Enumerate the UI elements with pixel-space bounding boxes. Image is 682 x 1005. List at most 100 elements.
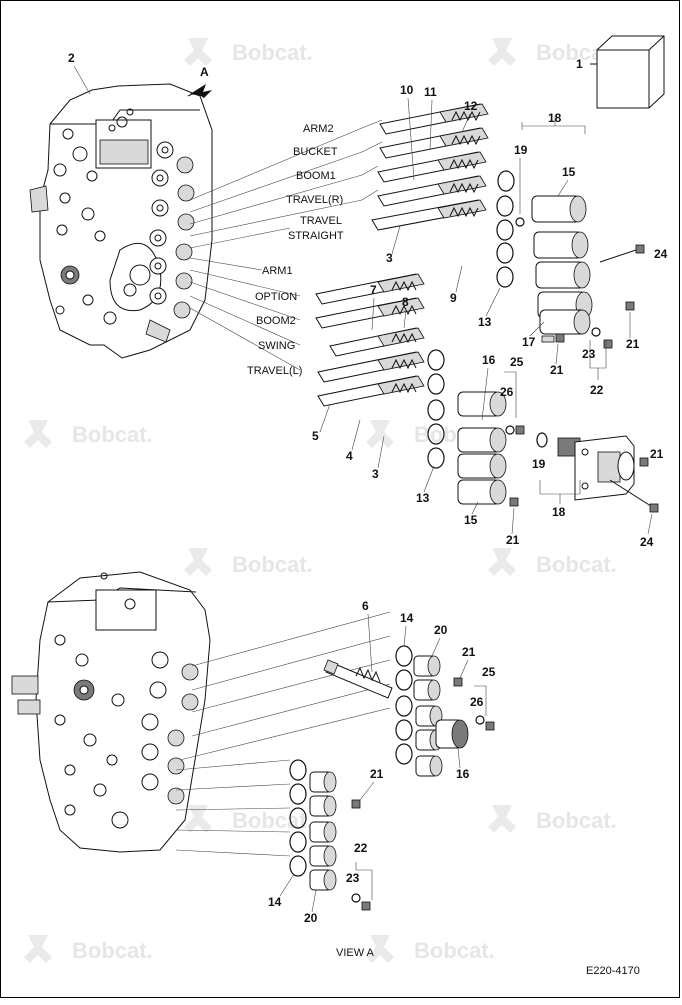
callout: 18 xyxy=(552,505,566,519)
bobcat-watermark-bottom-mid-left: Bobcat. xyxy=(184,805,313,833)
callout: 21 xyxy=(626,337,640,351)
callout: 14 xyxy=(400,611,414,625)
watermark-text: Bobcat. xyxy=(536,808,617,833)
bobcat-logo-icon xyxy=(184,38,212,66)
callout: 16 xyxy=(456,767,470,781)
label-travel-straight-line2: STRAIGHT xyxy=(288,230,344,242)
callout: 21 xyxy=(550,363,564,377)
bobcat-logo-icon xyxy=(488,805,516,833)
callout: 21 xyxy=(370,767,384,781)
callout: 23 xyxy=(346,871,360,885)
label-travel-l: TRAVEL(L) xyxy=(247,365,302,377)
valve-body-spool-caps xyxy=(149,141,195,319)
callout: 19 xyxy=(532,457,546,471)
watermark-text: Bobcat. xyxy=(232,40,313,65)
bracket-18-upper xyxy=(521,116,586,134)
callout: 5 xyxy=(312,429,319,443)
callout: 16 xyxy=(482,353,496,367)
bobcat-watermark-lower-left: Bobcat. xyxy=(184,548,313,577)
part-1-box-icon xyxy=(590,35,665,109)
middle-spool-group xyxy=(315,273,445,469)
callout: 18 xyxy=(548,111,562,125)
spool-labels: ARM2 BUCKET BOOM1 TRAVEL(R) TRAVEL STRAI… xyxy=(247,123,344,377)
watermark-text: Bobcat. xyxy=(72,938,153,963)
drawing-number: E220-4170 xyxy=(586,965,640,977)
callout: 13 xyxy=(478,315,492,329)
callout: 23 xyxy=(582,347,596,361)
view-a-caps-right xyxy=(413,655,495,777)
label-travel-straight-line1: TRAVEL xyxy=(300,215,342,227)
bobcat-watermark-top-left: Bobcat. xyxy=(184,38,313,66)
callout: 15 xyxy=(464,513,478,527)
callout: 26 xyxy=(500,385,514,399)
travel-straight-solenoid xyxy=(536,432,659,513)
view-a-body-ports xyxy=(54,634,129,829)
label-swing: SWING xyxy=(258,340,295,352)
bobcat-logo-icon xyxy=(184,805,212,833)
bobcat-logo-icon xyxy=(184,548,212,576)
view-a-o-rings-left xyxy=(289,759,307,877)
spool-leader-lines xyxy=(189,119,383,371)
label-travel-r: TRAVEL(R) xyxy=(286,194,343,206)
o-rings-middle xyxy=(427,349,445,469)
bracket-22-upper xyxy=(589,340,607,380)
spool-boom2 xyxy=(329,327,425,357)
view-a-o-rings-right xyxy=(395,645,413,765)
bobcat-logo-icon xyxy=(488,38,516,66)
callout: 17 xyxy=(522,335,536,349)
bobcat-watermark-bottom-left: Bobcat. xyxy=(24,935,153,963)
view-a-valve-body xyxy=(11,571,211,853)
label-boom2: BOOM2 xyxy=(256,315,296,327)
callout: 22 xyxy=(590,383,604,397)
label-bucket: BUCKET xyxy=(293,146,338,158)
callout: 2 xyxy=(68,51,75,65)
bracket-18-lower xyxy=(539,480,581,504)
spool-option xyxy=(315,297,425,329)
callout: 25 xyxy=(510,355,524,369)
callout: 22 xyxy=(354,841,368,855)
bracket-25-lower xyxy=(474,685,487,716)
callout: 20 xyxy=(434,623,448,637)
callout: 10 xyxy=(400,83,414,97)
callout: 24 xyxy=(640,535,654,549)
arrow-label: A xyxy=(200,65,209,79)
watermark-text: Bobcat. xyxy=(72,422,153,447)
watermark-text: Bobcat. xyxy=(536,552,617,577)
view-a-spool-caps xyxy=(141,651,199,805)
upper-bolts xyxy=(555,244,645,349)
callout: 4 xyxy=(346,449,353,463)
callout: 3 xyxy=(372,467,379,481)
view-a-caps-left xyxy=(309,771,371,911)
bobcat-watermark-bottom-mid-right: Bobcat. xyxy=(488,805,617,833)
callout: 26 xyxy=(470,695,484,709)
callout: 3 xyxy=(386,251,393,265)
watermark-text: Bobcat. xyxy=(232,552,313,577)
callout: 12 xyxy=(464,99,478,113)
callout-numbers: 1 2 10 11 12 18 19 15 3 9 13 24 21 17 23… xyxy=(68,51,668,925)
bobcat-logo-icon xyxy=(24,420,52,448)
bobcat-watermark-bottom-right: Bobcat. xyxy=(366,935,495,963)
bobcat-logo-icon xyxy=(366,420,394,448)
callout: 21 xyxy=(506,533,520,547)
callout: 8 xyxy=(402,295,409,309)
callout: 6 xyxy=(362,599,369,613)
bracket-22-lower xyxy=(355,862,373,900)
bracket-25-upper xyxy=(504,371,517,418)
bobcat-logo-icon xyxy=(488,548,516,576)
callout: 21 xyxy=(462,645,476,659)
view-a-label: VIEW A xyxy=(336,947,375,959)
callout: 15 xyxy=(562,165,576,179)
upper-spool-group xyxy=(371,103,515,288)
spool-springs-upper xyxy=(449,110,481,218)
watermark-text: Bobcat. xyxy=(414,938,495,963)
main-control-valve-body xyxy=(29,83,213,359)
callout: 21 xyxy=(650,447,664,461)
spool-springs-middle xyxy=(391,280,417,394)
bobcat-watermark-lower-right: Bobcat. xyxy=(488,548,617,577)
callout: 14 xyxy=(268,895,282,909)
spool-arm1 xyxy=(315,273,425,305)
callout: 13 xyxy=(416,491,430,505)
bobcat-logo-icon xyxy=(366,935,394,963)
